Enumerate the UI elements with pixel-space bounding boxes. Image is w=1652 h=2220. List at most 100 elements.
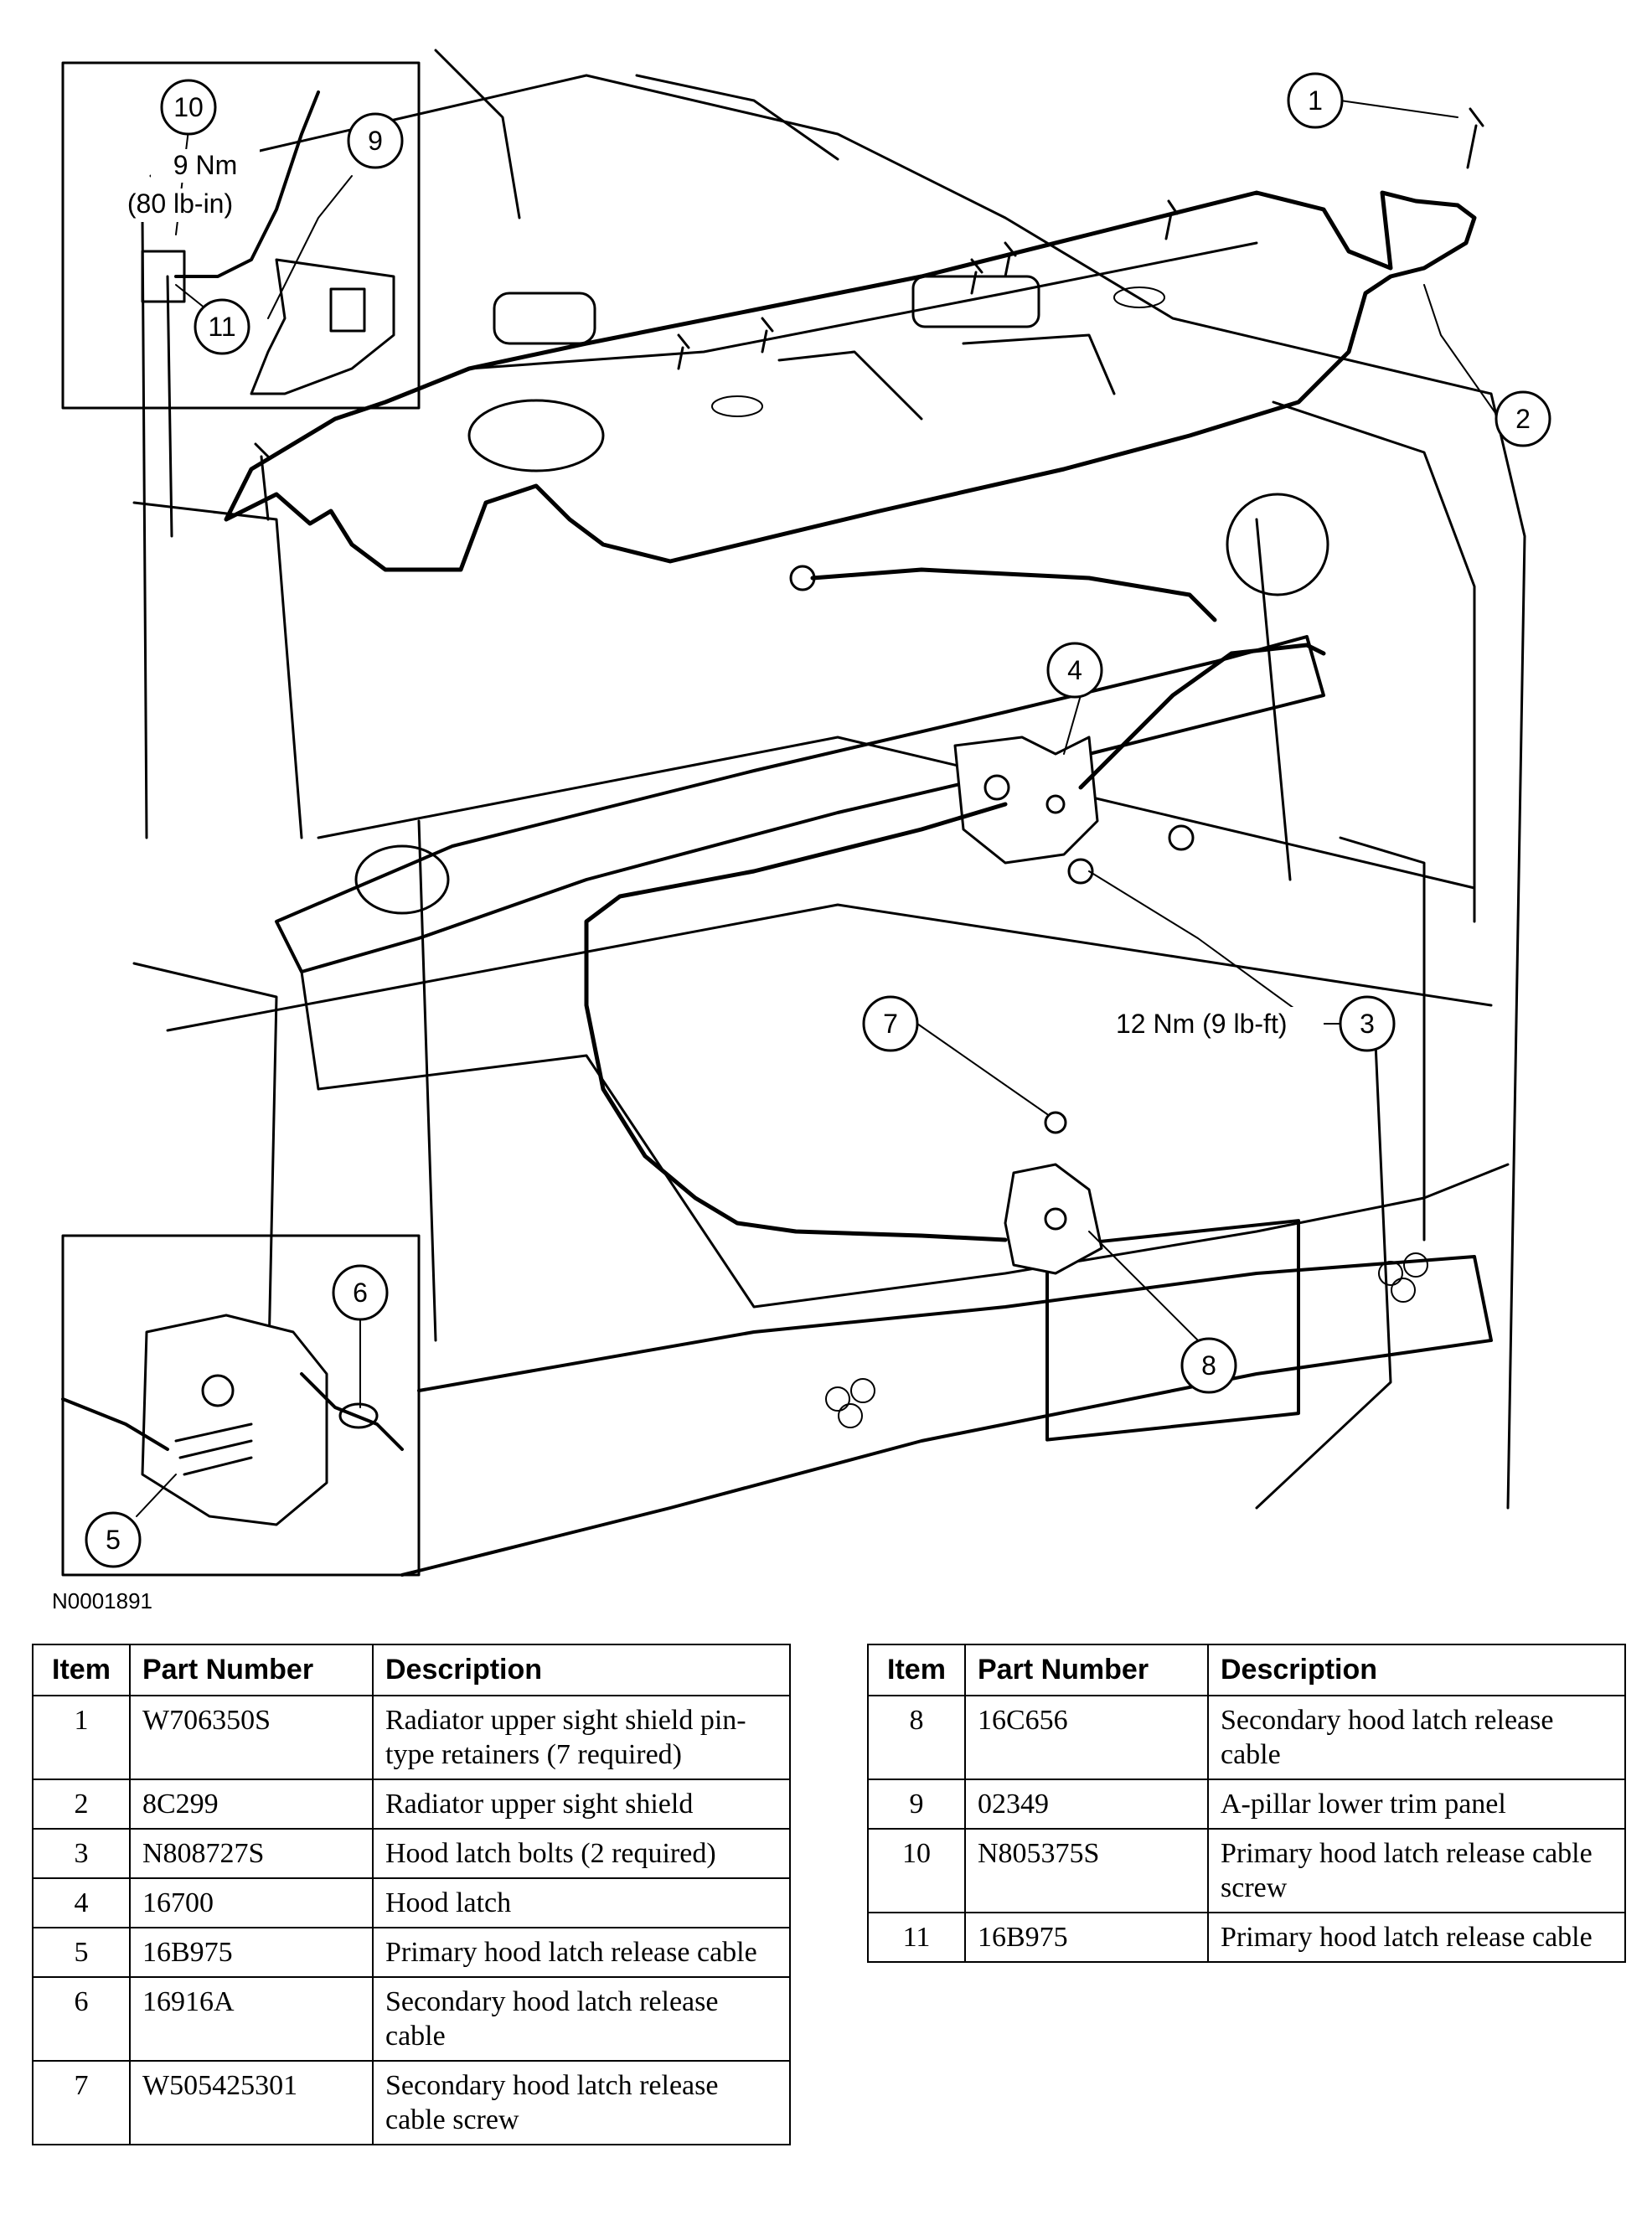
secondary-hood-latch-release-cable: [584, 802, 1008, 1242]
inset-latch-assembly: [141, 1314, 379, 1526]
a-pillar-lower-trim-panel: [250, 258, 395, 395]
cell-description: Primary hood latch release cable screw: [1207, 1828, 1626, 1913]
callout-4: 4: [1067, 655, 1082, 685]
cell-item: 6: [32, 1976, 131, 2062]
torque-latch-bolts: 12 Nm (9 lb-ft): [1116, 1009, 1287, 1039]
shield-retainer-hole: [711, 395, 763, 417]
cell-part-number: 16B975: [129, 1927, 374, 1978]
cell-part-number: N805375S: [964, 1828, 1209, 1913]
cell-description: A-pillar lower trim panel: [1207, 1779, 1626, 1830]
header-part-number: Part Number: [964, 1644, 1209, 1696]
callout-circle-3: [1339, 995, 1396, 1052]
table-header-row: Item Part Number Description: [867, 1644, 1626, 1696]
inset-cable: [174, 90, 320, 278]
callout-11: 11: [208, 312, 235, 342]
inset-latch-detail: [61, 1234, 421, 1577]
callout-7: 7: [883, 1009, 898, 1039]
radiator-upper-sight-shield: [224, 190, 1477, 572]
cell-part-number: W505425301: [129, 2060, 374, 2145]
cell-item: 7: [32, 2060, 131, 2145]
cell-description: Secondary hood latch release cable: [372, 1976, 791, 2062]
inset-secondary-cable: [300, 1372, 404, 1451]
callout-9: 9: [368, 126, 383, 156]
cell-part-number: 16700: [129, 1877, 374, 1928]
license-plate-bracket: [1045, 1219, 1300, 1442]
cell-item: 10: [867, 1828, 966, 1913]
cell-description: Secondary hood latch release cable: [1207, 1695, 1626, 1780]
cell-part-number: W706350S: [129, 1695, 374, 1780]
inset-screw-bracket: [141, 250, 186, 303]
callout-circle-4: [1046, 642, 1103, 699]
leader-lines: [136, 100, 1500, 1517]
cell-item: 2: [32, 1779, 131, 1830]
cell-item: 1: [32, 1695, 131, 1780]
cell-item: 4: [32, 1877, 131, 1928]
callout-5: 5: [106, 1525, 121, 1555]
hood-latch: [953, 736, 1195, 885]
header-item: Item: [867, 1644, 966, 1696]
callout-circle-9: [347, 112, 404, 169]
callout-10: 10: [173, 92, 204, 122]
cell-part-number: N808727S: [129, 1828, 374, 1879]
cell-item: 11: [867, 1912, 966, 1963]
cell-item: 3: [32, 1828, 131, 1879]
callout-circle-6: [332, 1264, 389, 1321]
cell-part-number: 02349: [964, 1779, 1209, 1830]
vehicle-body-outline: [132, 49, 1526, 1510]
primary-hood-latch-release-cable: [1078, 643, 1326, 790]
crossmember-front-face: [300, 970, 1510, 1309]
callout-circles: [85, 72, 1551, 1568]
cell-item: 8: [867, 1695, 966, 1780]
callout-circle-5: [85, 1511, 142, 1568]
callout-2: 2: [1515, 404, 1531, 434]
table-header-row: Item Part Number Description: [32, 1644, 791, 1696]
figure-id: N0001891: [52, 1588, 152, 1613]
inset-a-pillar: [61, 61, 421, 410]
exploded-view-diagram: 1 2 3 4 5 6 7 8 9 10 11 9 Nm (80 lb-in) …: [61, 49, 1551, 1577]
header-item: Item: [32, 1644, 131, 1696]
header-description: Description: [1207, 1644, 1626, 1696]
bumper-grille-mesh: [825, 1252, 1428, 1428]
cable-grommet: [789, 565, 816, 591]
callout-6: 6: [353, 1278, 368, 1308]
cell-part-number: 16C656: [964, 1695, 1209, 1780]
cell-item: 5: [32, 1927, 131, 1978]
cell-description: Radiator upper sight shield pin-type ret…: [372, 1695, 791, 1780]
callout-1: 1: [1308, 85, 1323, 116]
front-bumper: [400, 1255, 1493, 1577]
cell-description: Hood latch bolts (2 required): [372, 1828, 791, 1879]
cell-description: Primary hood latch release cable: [372, 1927, 791, 1978]
callout-circle-7: [862, 995, 919, 1052]
torque-screw-value: 9 Nm: [173, 150, 237, 180]
callout-circle-8: [1180, 1337, 1237, 1394]
shield-inner-edge: [467, 241, 1258, 421]
cell-description: Hood latch: [372, 1877, 791, 1928]
cell-part-number: 16B975: [964, 1912, 1209, 1963]
torque-screw-imperial: (80 lb-in): [127, 188, 233, 219]
cell-item: 9: [867, 1779, 966, 1830]
callout-circle-2: [1495, 390, 1551, 447]
callout-circle-1: [1287, 72, 1344, 129]
cell-description: Primary hood latch release cable: [1207, 1912, 1626, 1963]
cell-part-number: 16916A: [129, 1976, 374, 2062]
header-description: Description: [372, 1644, 791, 1696]
callout-3: 3: [1360, 1009, 1375, 1039]
callout-8: 8: [1201, 1350, 1216, 1381]
cell-description: Secondary hood latch release cable screw: [372, 2060, 791, 2145]
inset-primary-cable: [61, 1397, 169, 1451]
callout-circle-10: [160, 79, 217, 136]
cell-part-number: 8C299: [129, 1779, 374, 1830]
radiator-support-crossmember: [275, 635, 1325, 973]
